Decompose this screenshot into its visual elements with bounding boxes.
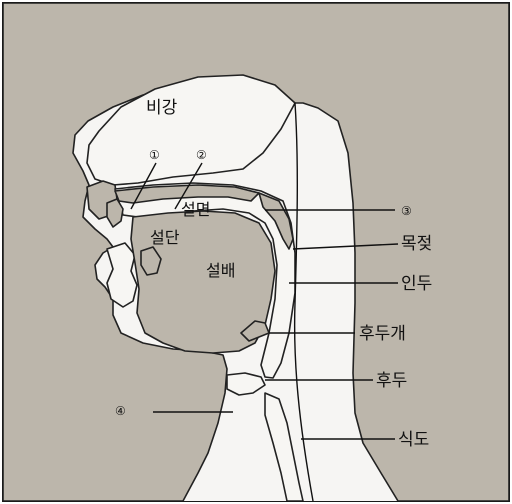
marker-4: ④	[115, 404, 126, 418]
label-tongue-tip: 설단	[150, 228, 180, 247]
label-nasal-cavity: 비강	[146, 98, 178, 118]
label-larynx: 후두	[376, 371, 407, 391]
marker-3: ③	[401, 204, 412, 218]
larynx-passage	[227, 373, 265, 395]
marker-1: ①	[149, 148, 160, 162]
marker-2: ②	[196, 148, 207, 162]
label-esophagus: 식도	[398, 430, 429, 450]
vocal-tract-diagram: 비강 설면 설단 설배 목젖 인두 후두개 후두 식도 ① ② ③ ④	[3, 3, 509, 501]
label-pharynx: 인두	[401, 274, 432, 294]
label-tongue-blade: 설면	[181, 200, 210, 219]
label-tongue-back: 설배	[206, 261, 235, 280]
label-uvula: 목젖	[401, 234, 432, 254]
label-epiglottis: 후두개	[359, 324, 406, 344]
esophagus-tube	[265, 393, 303, 501]
pharynx-wall-line	[295, 103, 313, 501]
